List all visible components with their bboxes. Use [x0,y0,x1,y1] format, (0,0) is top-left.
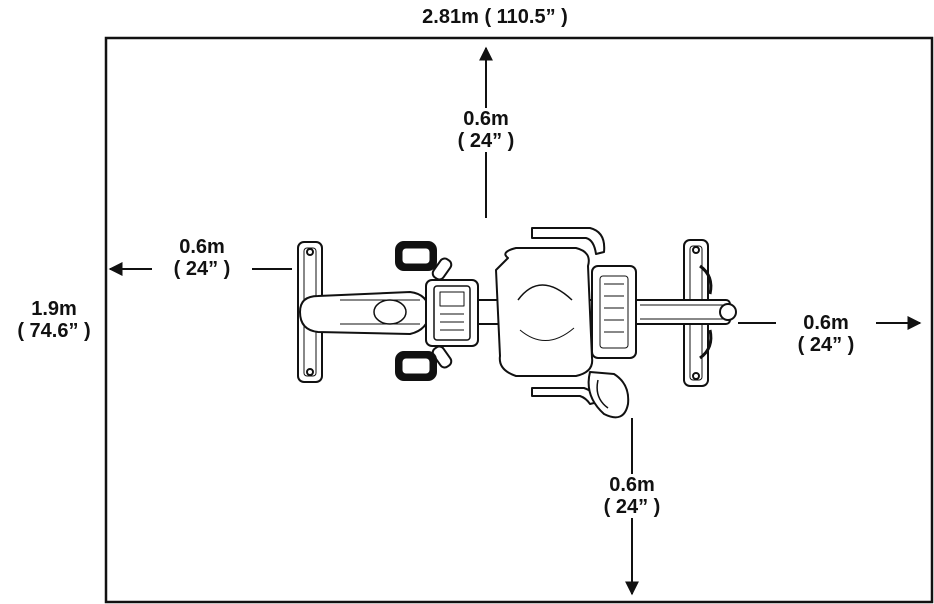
overall-length-label: 2.81m ( 110.5” ) [422,6,568,28]
overall-width-imperial: ( 74.6” ) [17,320,91,342]
top-clearance-imperial: ( 24” ) [457,130,515,152]
overall-width-label: 1.9m ( 74.6” ) [0,298,108,342]
top-clearance-label: 0.6m ( 24” ) [436,108,536,152]
right-clearance-label: 0.6m ( 24” ) [776,312,876,356]
right-clearance-metric: 0.6m [803,312,849,334]
left-clearance-imperial: ( 24” ) [173,258,231,280]
left-pedal [395,241,437,271]
lower-seat-handle [531,387,599,405]
flywheel-housing [299,291,431,335]
right-pedal [395,351,437,381]
top-clearance-metric: 0.6m [463,108,509,130]
bottom-clearance-label: 0.6m ( 24” ) [582,474,682,518]
upper-seat-handle [531,227,606,255]
loop-handle [587,371,630,419]
bottom-clearance-imperial: ( 24” ) [603,496,661,518]
console [425,279,479,347]
recumbent-bike-top-view [297,227,737,419]
footprint-rectangle [104,36,934,604]
overall-width-metric: 1.9m [31,298,77,320]
seat-back [591,265,637,359]
left-clearance-metric: 0.6m [179,236,225,258]
seat [495,247,594,377]
left-clearance-label: 0.6m ( 24” ) [152,236,252,280]
bottom-clearance-metric: 0.6m [609,474,655,496]
right-clearance-imperial: ( 24” ) [797,334,855,356]
